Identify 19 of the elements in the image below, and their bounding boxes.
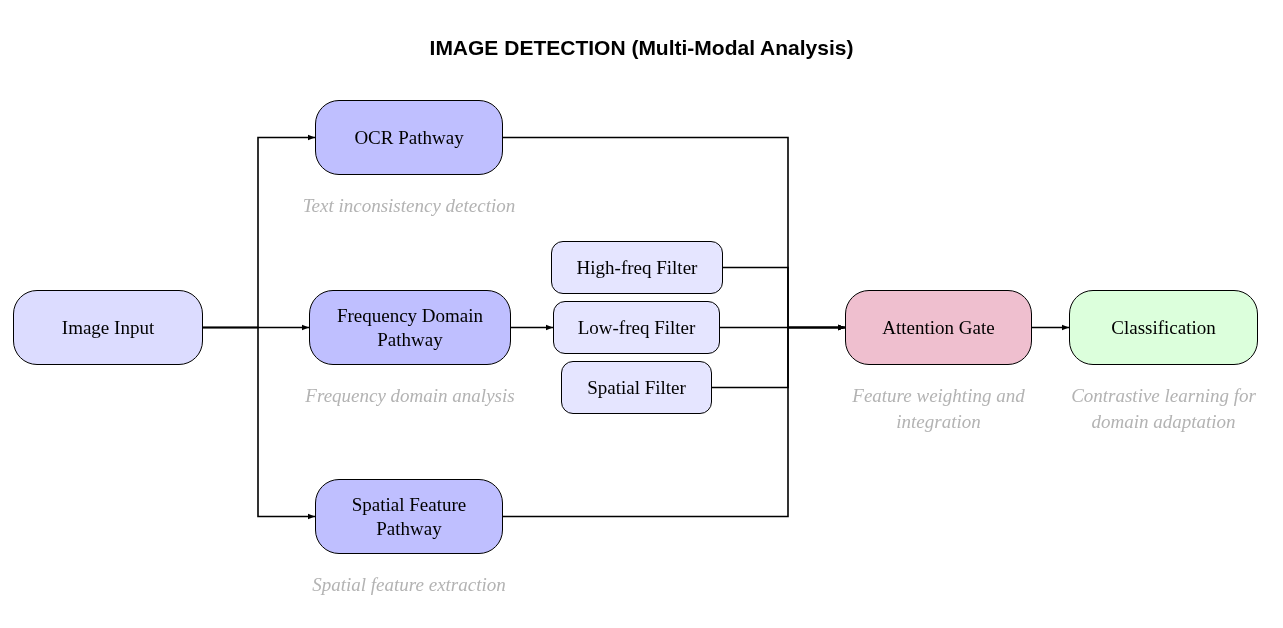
- filter-box: Low-freq Filter: [553, 301, 720, 354]
- gate-box: Attention Gate: [845, 290, 1032, 365]
- diagram-title: IMAGE DETECTION (Multi-Modal Analysis): [428, 36, 855, 60]
- process-box: Spatial Feature Pathway: [315, 479, 503, 554]
- filter-box: Spatial Filter: [561, 361, 712, 414]
- arrow: [502, 324, 846, 518]
- node-caption: Feature weighting and integration: [851, 384, 1026, 434]
- arrow: [202, 326, 316, 520]
- node-caption: Frequency domain analysis: [304, 384, 516, 408]
- process-box: Frequency Domain Pathway: [309, 290, 511, 365]
- output-box: Classification: [1069, 290, 1258, 365]
- filter-box: High-freq Filter: [551, 241, 723, 294]
- node-caption: Text inconsistency detection: [301, 194, 517, 218]
- arrow: [1031, 324, 1070, 331]
- arrow: [510, 324, 554, 331]
- input-box: Image Input: [13, 290, 203, 365]
- process-box: OCR Pathway: [315, 100, 503, 175]
- node-caption: Contrastive learning for domain adaptation: [1070, 384, 1257, 434]
- node-caption: Spatial feature extraction: [311, 573, 507, 597]
